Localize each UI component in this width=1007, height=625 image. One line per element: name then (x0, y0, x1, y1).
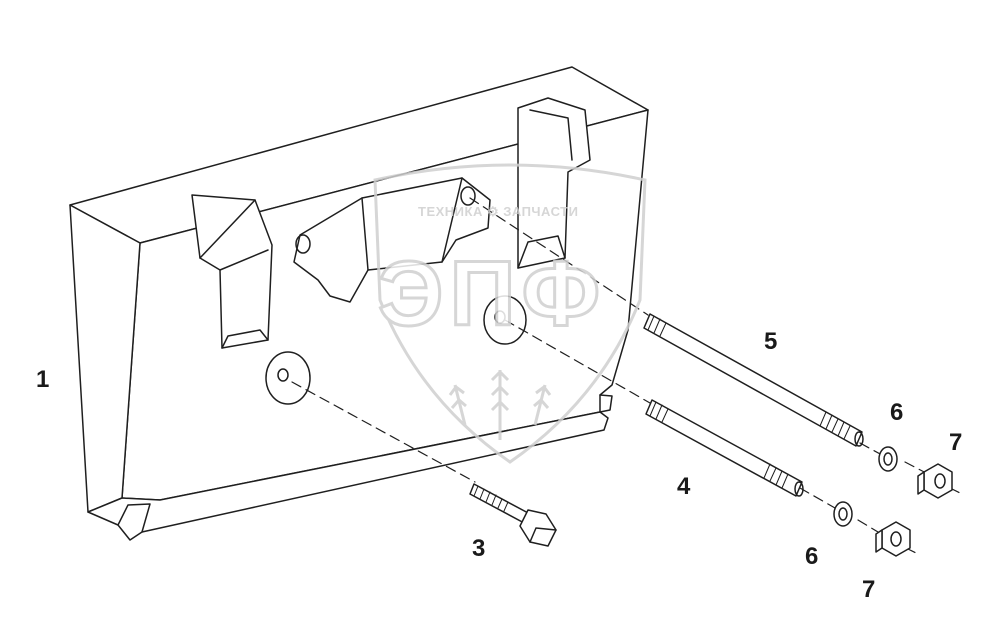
counterweight-body (69, 66, 649, 541)
stud-long (643, 313, 864, 447)
nut-upper (917, 463, 953, 499)
callout-7-upper: 7 (949, 429, 963, 456)
callout-4: 4 (677, 473, 691, 500)
washer-lower (833, 501, 853, 527)
callout-6-upper: 6 (890, 399, 904, 426)
callout-7-lower: 7 (862, 576, 876, 603)
washer-upper (878, 446, 898, 472)
assembly-lines (291, 197, 963, 555)
watermark-logo: ТЕХНИКА ⚙ ЗАПЧАСТИ ЭПФ (373, 163, 647, 464)
callout-1: 1 (36, 366, 50, 393)
watermark-logo-text: ЭПФ (378, 243, 606, 345)
stud-short (645, 399, 804, 497)
nut-lower (875, 521, 911, 557)
callout-3: 3 (472, 535, 486, 562)
bolt-short (469, 483, 557, 547)
watermark-caption: ТЕХНИКА ⚙ ЗАПЧАСТИ (418, 204, 578, 219)
callout-6-lower: 6 (805, 543, 819, 570)
callout-5: 5 (764, 328, 778, 355)
